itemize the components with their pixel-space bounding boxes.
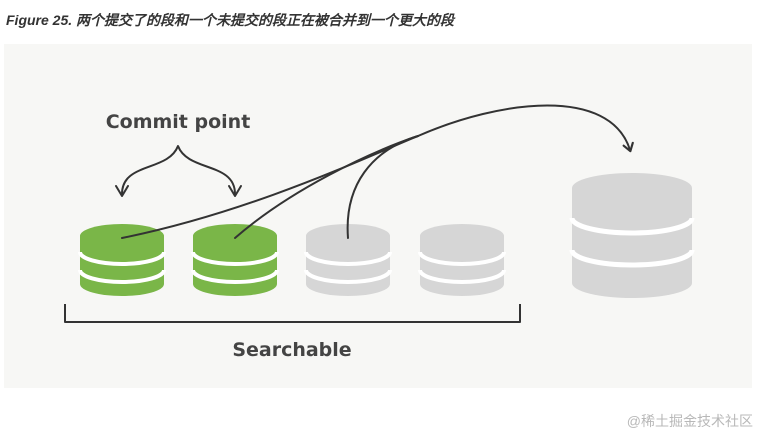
commit-arrowhead-right [228,185,242,197]
merge-curve-segment-2 [234,135,419,239]
commit-point-label: Commit point [106,111,251,133]
searchable-bracket [64,304,521,323]
merge-curve-segment-1 [121,135,419,239]
figure-caption: Figure 25. 两个提交了的段和一个未提交的段正在被合并到一个更大的段 [6,12,455,28]
commit-point-brace [121,145,236,195]
searchable-label: Searchable [232,339,351,361]
segment-uncommitted [418,224,506,296]
merge-arrow [417,104,634,153]
segment-committed-1 [78,224,166,296]
segment-committed-2 [191,224,279,296]
segment-merged-large [569,173,695,298]
merge-curve-segment-3 [346,135,419,239]
commit-arrowhead-left [115,185,129,197]
watermark: @稀土掘金技术社区 [626,413,753,429]
